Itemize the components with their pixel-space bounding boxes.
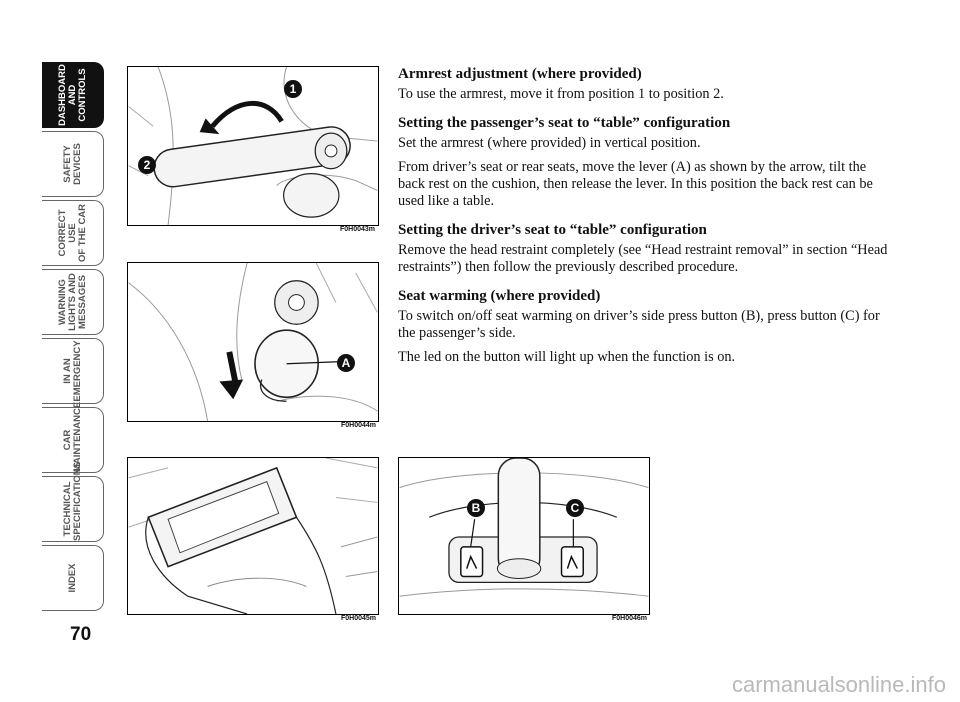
section-driver-table: Setting the driver’s seat to “table” con… bbox=[398, 222, 888, 276]
armrest-illustration bbox=[128, 67, 378, 225]
watermark: carmanualsonline.info bbox=[731, 672, 946, 697]
tab-label-line: OF THE CAR bbox=[76, 203, 88, 263]
section-seat-warming: Seat warming (where provided) To switch … bbox=[398, 288, 888, 366]
tab-label-line: IN AN bbox=[61, 358, 73, 384]
section-heading: Setting the passenger’s seat to “table” … bbox=[398, 115, 731, 131]
section-armrest: Armrest adjustment (where provided) To u… bbox=[398, 66, 888, 103]
paragraph: To switch on/off seat warming on driver’… bbox=[398, 308, 880, 341]
tab-label-line: TECHNICAL bbox=[61, 481, 73, 537]
tab-index[interactable]: INDEX bbox=[42, 545, 104, 611]
callout-1: 1 bbox=[284, 80, 302, 98]
tab-label-line: WARNING bbox=[56, 279, 68, 325]
tab-label-line: CAR bbox=[61, 429, 73, 451]
paragraph: Remove the head restraint completely (se… bbox=[398, 242, 888, 275]
figure-code: F0H0043m bbox=[340, 226, 376, 233]
figure-code: F0H0045m bbox=[341, 615, 377, 622]
figure-code: F0H0044m bbox=[341, 422, 377, 429]
figure-table-seat bbox=[127, 457, 379, 615]
callout-c: C bbox=[566, 499, 584, 517]
figure-armrest: 1 2 bbox=[127, 66, 379, 226]
figure-seat-warming: B C bbox=[398, 457, 650, 615]
paragraph: Set the armrest (where provided) in vert… bbox=[398, 135, 701, 151]
tab-label-line: SAFETY bbox=[61, 145, 73, 183]
paragraph: The led on the button will light up when… bbox=[398, 349, 736, 365]
seat-warming-illustration bbox=[399, 458, 649, 597]
figure-lever: A bbox=[127, 262, 379, 422]
tab-label-line: SPECIFICATIONS bbox=[71, 462, 83, 541]
table-seat-illustration bbox=[128, 458, 378, 614]
paragraph: From driver’s seat or rear seats, move t… bbox=[398, 159, 873, 209]
callout-a: A bbox=[337, 354, 355, 372]
section-passenger-table: Setting the passenger’s seat to “table” … bbox=[398, 115, 888, 210]
section-heading: Seat warming (where provided) bbox=[398, 288, 601, 304]
tab-label-line: EMERGENCY bbox=[71, 340, 83, 402]
section-heading: Setting the driver’s seat to “table” con… bbox=[398, 222, 707, 238]
instructions-text: Armrest adjustment (where provided) To u… bbox=[398, 66, 888, 378]
tab-label-line: AND CONTROLS bbox=[66, 68, 88, 122]
tab-label-line: LIGHTS AND bbox=[66, 273, 78, 331]
section-heading: Armrest adjustment (where provided) bbox=[398, 66, 642, 82]
figure-code: F0H0046m bbox=[612, 615, 648, 622]
tab-label-line: DASHBOARD bbox=[56, 64, 68, 126]
tab-label-line: INDEX bbox=[66, 563, 78, 593]
page-number: 70 bbox=[70, 624, 92, 645]
seat-lever-illustration bbox=[128, 263, 378, 421]
callout-2: 2 bbox=[138, 156, 156, 174]
tab-label-line: CORRECT USE bbox=[56, 209, 78, 257]
tab-label-line: DEVICES bbox=[71, 143, 83, 185]
paragraph: To use the armrest, move it from positio… bbox=[398, 86, 724, 102]
tab-label-line: MESSAGES bbox=[76, 275, 88, 329]
callout-b: B bbox=[467, 499, 485, 517]
